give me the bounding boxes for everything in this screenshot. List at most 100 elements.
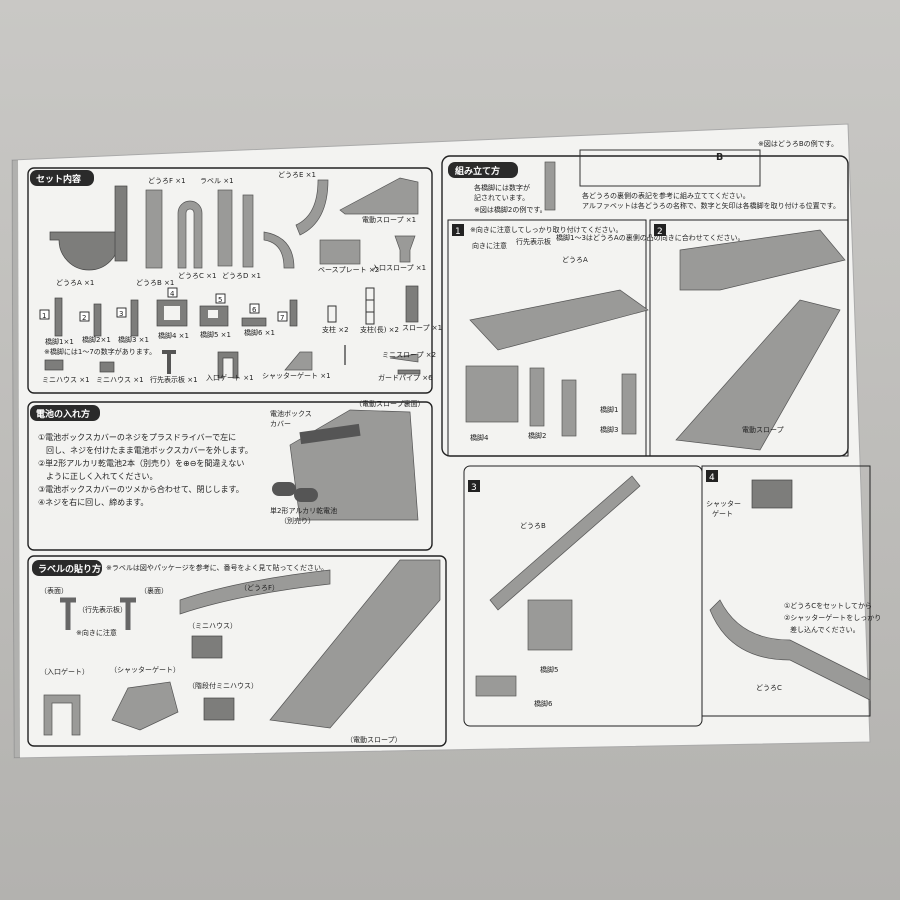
labels-title: ラベルの貼り方 [38, 563, 101, 575]
svg-text:6: 6 [252, 306, 257, 314]
text-label: （電動スロープ） [346, 735, 402, 744]
text-label: どうろA ×1 [56, 279, 94, 287]
battery-illustration [272, 482, 318, 502]
text-label: ※図は橋脚2の例です。 [474, 205, 547, 214]
labels-panel: ラベルの貼り方 ※ラベルは図やパッケージを参考に、番号をよく見て貼ってください。… [27, 555, 447, 747]
text-label: 橋脚3 [600, 425, 618, 434]
text-label: ガードパイプ ×6 [378, 373, 433, 382]
road-c-illustration [709, 599, 871, 701]
text-label: 橋脚6 ×1 [244, 328, 275, 337]
text-label: ゲート [712, 509, 733, 518]
motor-ramp-label-illustration [269, 559, 441, 729]
base-plate-part [319, 239, 361, 265]
text-label: 橋脚4 [470, 433, 489, 442]
svg-text:7: 7 [280, 314, 284, 322]
part-label-e: どうろE ×1 [278, 171, 316, 179]
text-label: どうろB ×1 [136, 279, 174, 287]
road-e-part [295, 179, 329, 236]
assembly-panel: 組み立て方 各橋脚には数字が 記されています。 ※図は橋脚2の例です。 B ※図… [441, 139, 881, 727]
text-label: （シャッターゲート） [110, 665, 180, 674]
text-label: 橋脚5 [540, 665, 558, 674]
text-label: ※ラベルは図やパッケージを参考に、番号をよく見て貼ってください。 [106, 563, 328, 572]
text-label: 支柱(長) ×2 [360, 325, 399, 334]
motor-ramp-illustration [675, 299, 841, 451]
text-label: ①どうろCをセットしてから [784, 602, 872, 610]
text-label: どうろB [520, 522, 546, 530]
text-label: スロープ ×1 [402, 324, 442, 332]
text-label: B [716, 152, 723, 163]
text-label: 各橋脚には数字が [474, 183, 530, 192]
text-label: 橋脚6 [534, 699, 553, 708]
text-label: （表面） [40, 586, 68, 595]
text-label: 橋脚4 ×1 [158, 331, 189, 340]
road-b-illustration [489, 475, 641, 611]
text-label: どうろA [562, 256, 588, 264]
text-label: アルファベットは各どうろの名称で、数字と矢印は各橋脚を取り付ける位置です。 [582, 201, 840, 210]
svg-text:3: 3 [119, 310, 123, 318]
text-label: ミニハウス ×1 [96, 376, 144, 384]
text-label: 1 [455, 227, 461, 237]
road-b-part [177, 200, 203, 269]
road-c-part [217, 189, 233, 267]
text-label: （ミニハウス） [188, 622, 237, 630]
text-label: 電池ボックス [270, 409, 312, 418]
text-label: どうろC [756, 684, 782, 692]
set-contents-panel: セット内容 どうろF ×1 ラベル ×1 どうろE ×1 電動スロープ ×1 ど… [27, 167, 442, 394]
text-label: ④ネジを右に回し、締めます。 [38, 497, 148, 507]
text-label: 橋脚3 ×1 [118, 335, 149, 344]
text-label: 橋脚1 [600, 405, 618, 414]
part-label-f: どうろF ×1 [148, 177, 186, 185]
text-label: シャッター [706, 499, 741, 508]
svg-text:2: 2 [82, 314, 86, 322]
text-label: シャッターゲート ×1 [262, 371, 331, 380]
text-label: どうろD ×1 [222, 272, 261, 280]
road-a-illustration [469, 289, 649, 351]
text-label: 回し、ネジを付けたまま電池ボックスカバーを外します。 [46, 445, 253, 455]
text-label: （階段付ミニハウス） [188, 681, 258, 690]
text-label: （電動スロープ裏面） [355, 399, 425, 408]
text-label: 差し込んでください。 [790, 625, 860, 634]
battery-panel: 電池の入れ方 ①電池ボックスカバーのネジをプラスドライバーで左に 回し、ネジを付… [27, 399, 433, 551]
pier-note: ※橋脚には1〜7の数字があります。 [44, 347, 156, 356]
text-label: 入口スロープ ×1 [372, 264, 426, 272]
text-label: 橋脚2×1 [82, 335, 111, 344]
text-label: 行先表示板 ×1 [150, 375, 198, 384]
text-label: ミニハウス ×1 [42, 376, 90, 384]
text-label: 各どうろの裏側の表記を参考に組み立ててください。 [582, 191, 750, 200]
entry-slope-part [394, 235, 416, 263]
text-label: 電動スロープ [742, 425, 784, 434]
battery-title: 電池の入れ方 [36, 408, 90, 420]
svg-text:1: 1 [42, 312, 46, 320]
text-label: （裏面） [140, 586, 168, 595]
text-label: 3 [471, 483, 477, 493]
road-f-label-illustration [179, 569, 331, 615]
text-label: 向きに注意 [472, 241, 507, 250]
set-contents-title: セット内容 [36, 173, 81, 185]
motor-ramp-part [339, 177, 419, 215]
svg-text:4: 4 [170, 290, 175, 298]
text-label: 電動スロープ ×1 [362, 215, 416, 224]
text-label: ③電池ボックスカバーのツメから合わせて、閉じします。 [38, 484, 244, 494]
part-label-label: ラベル ×1 [200, 177, 234, 185]
text-label: 支柱 ×2 [322, 325, 349, 334]
text-label: カバー [270, 420, 291, 428]
text-label: 橋脚5 ×1 [200, 330, 231, 339]
text-label: ベースプレート ×2 [318, 266, 379, 274]
text-label: ※図はどうろBの例です。 [758, 139, 838, 148]
assembly-title: 組み立て方 [455, 165, 500, 177]
text-label: 4 [709, 473, 715, 483]
text-label: （行先表示板） [78, 605, 127, 614]
svg-text:5: 5 [218, 296, 222, 304]
road-b-diagram [579, 149, 761, 187]
text-label: 単2形アルカリ乾電池 [270, 506, 337, 515]
text-label: どうろC ×1 [178, 272, 216, 280]
text-label: ②シャッターゲートをしっかり [784, 613, 881, 622]
text-label: ①電池ボックスカバーのネジをプラスドライバーで左に [38, 432, 236, 442]
text-label: （入口ゲート） [40, 667, 89, 676]
text-label: ②単2形アルカリ乾電池2本（別売り）を⊕⊖を間違えない [38, 458, 244, 468]
text-label: ※向きに注意 [76, 628, 117, 637]
text-label: ミニスロープ ×2 [382, 351, 436, 359]
text-label: 行先表示板 [516, 237, 551, 246]
